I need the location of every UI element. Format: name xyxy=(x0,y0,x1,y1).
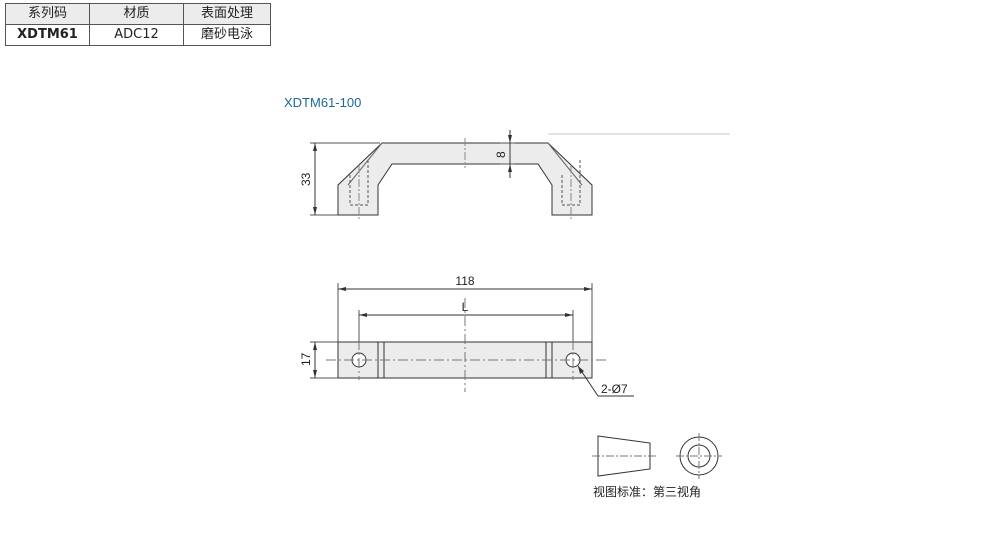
projection-note: 视图标准：第三视角 xyxy=(593,484,701,499)
cell-surface-treatment: 磨砂电泳 xyxy=(183,24,271,46)
side-view xyxy=(310,130,730,220)
dim-hole-label: 2-Ø7 xyxy=(601,382,628,396)
spec-header-row: 系列码 材质 表面处理 xyxy=(5,3,271,25)
cell-material: ADC12 xyxy=(89,24,184,46)
header-material: 材质 xyxy=(89,3,184,25)
hidden-hole-lines xyxy=(349,160,581,206)
dim-total-length-label: 118 xyxy=(455,274,474,288)
cell-series-code: XDTM61 xyxy=(5,24,90,46)
dim-width-label: 17 xyxy=(299,352,313,366)
spec-data-row: XDTM61 ADC12 磨砂电泳 xyxy=(5,24,271,46)
dim-pitch-label: L xyxy=(462,300,469,314)
top-view xyxy=(310,283,634,397)
header-series-code: 系列码 xyxy=(5,3,90,25)
header-surface-treatment: 表面处理 xyxy=(183,3,271,25)
dim-thickness-label: 8 xyxy=(494,151,508,158)
third-angle-projection-symbol xyxy=(592,433,722,479)
dim-height-label: 33 xyxy=(299,172,313,186)
spec-table: 系列码 材质 表面处理 XDTM61 ADC12 磨砂电泳 xyxy=(5,3,271,46)
drawing-title: XDTM61-100 xyxy=(284,95,362,110)
